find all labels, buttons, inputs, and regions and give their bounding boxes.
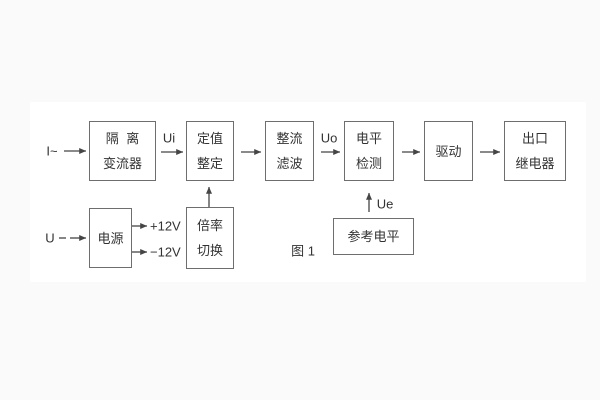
label-uo: Uo bbox=[320, 130, 338, 146]
block-setting-adjust: 定值 整定 bbox=[186, 121, 234, 181]
block-ratio-switch: 倍率 切换 bbox=[186, 207, 234, 269]
label-input-current: I~ bbox=[46, 143, 58, 159]
label-minus-12v: −12V bbox=[150, 244, 181, 260]
block-label-line1: 倍率 bbox=[196, 218, 223, 233]
block-label-line1: 参考电平 bbox=[347, 229, 400, 244]
block-label-line1: 电源 bbox=[97, 230, 124, 246]
label-ui: Ui bbox=[162, 130, 176, 146]
block-power-supply: 电源 bbox=[89, 208, 132, 268]
block-reference-level: 参考电平 bbox=[333, 218, 414, 255]
block-driver: 驱动 bbox=[424, 121, 473, 181]
block-label-line2: 切换 bbox=[196, 243, 223, 258]
block-label-line2: 变流器 bbox=[102, 156, 142, 171]
block-label-line2: 整定 bbox=[196, 156, 223, 171]
block-label-line2: 滤波 bbox=[276, 156, 303, 171]
block-label-line1: 电平 bbox=[355, 131, 382, 146]
block-label-line1: 出口 bbox=[521, 131, 548, 146]
block-label-line1: 定值 bbox=[196, 131, 223, 146]
block-isolation-transformer: 隔 离 变流器 bbox=[89, 121, 156, 181]
label-input-voltage: U bbox=[45, 230, 55, 246]
label-ue: Ue bbox=[376, 196, 394, 212]
block-label-line2: 检测 bbox=[355, 156, 382, 171]
block-rectifier-filter: 整流 滤波 bbox=[265, 121, 314, 181]
block-level-detector: 电平 检测 bbox=[344, 121, 394, 181]
block-label-line2: 继电器 bbox=[515, 156, 555, 171]
label-plus-12v: +12V bbox=[150, 218, 181, 234]
block-label-line1: 整流 bbox=[276, 131, 303, 146]
block-label-line1: 隔 离 bbox=[105, 131, 142, 146]
block-output-relay: 出口 继电器 bbox=[504, 121, 566, 181]
figure-caption: 图 1 bbox=[291, 243, 315, 259]
block-label-line1: 驱动 bbox=[435, 143, 462, 159]
